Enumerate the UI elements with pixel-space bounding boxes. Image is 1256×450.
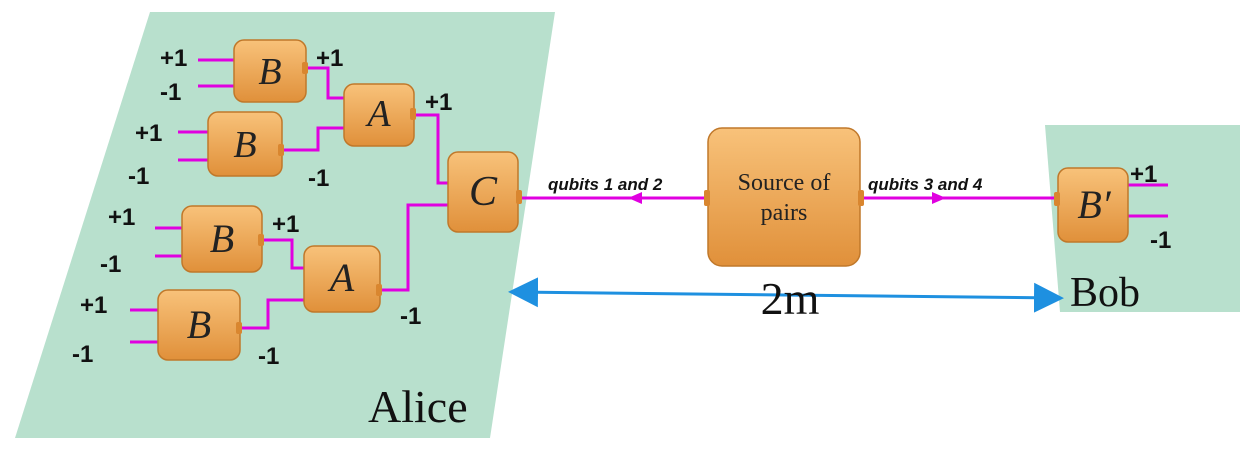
- b2-plus-label: +1: [135, 120, 162, 147]
- alice-label: Alice: [368, 381, 468, 432]
- box-b4: B: [157, 289, 242, 361]
- right-link-label: qubits 3 and 4: [868, 175, 983, 194]
- b2-out-label: -1: [308, 165, 329, 192]
- distance-arrow: [508, 277, 1064, 313]
- box-b4-label: B: [187, 302, 211, 347]
- b3-minus-label: -1: [100, 251, 121, 278]
- box-c: C: [447, 151, 522, 233]
- b4-minus-label: -1: [72, 341, 93, 368]
- box-b3-label: B: [210, 216, 234, 261]
- left-link-label: qubits 1 and 2: [548, 175, 663, 194]
- box-c-label: C: [469, 169, 498, 215]
- box-bprime: B′: [1054, 167, 1129, 243]
- b1-minus-label: -1: [160, 79, 181, 106]
- b3-out-label: +1: [272, 211, 299, 238]
- b1-out-label: +1: [316, 45, 343, 72]
- alice-panel: [15, 12, 555, 438]
- wires: [130, 58, 1168, 344]
- b4-out-label: -1: [258, 343, 279, 370]
- bob-label: Bob: [1070, 270, 1140, 316]
- distance-label: 2m: [761, 273, 820, 324]
- b2-minus-label: -1: [128, 163, 149, 190]
- left-link-arrow: [628, 192, 642, 204]
- box-b2: B: [207, 111, 284, 177]
- bprime-minus-label: -1: [1150, 227, 1171, 254]
- a1-out-label: +1: [425, 89, 452, 116]
- source-box: Source of pairs: [704, 127, 864, 267]
- box-a2-label: A: [327, 255, 355, 300]
- box-b3: B: [181, 205, 264, 273]
- box-bprime-label: B′: [1077, 182, 1111, 227]
- bprime-plus-label: +1: [1130, 161, 1157, 188]
- b4-plus-label: +1: [80, 292, 107, 319]
- right-link-arrow: [932, 192, 946, 204]
- b3-plus-label: +1: [108, 204, 135, 231]
- box-b1: B: [233, 39, 308, 103]
- a2-out-label: -1: [400, 303, 421, 330]
- box-a1: A: [343, 83, 416, 147]
- box-a2: A: [303, 245, 382, 313]
- source-label-line2: pairs: [761, 200, 808, 226]
- source-label-line1: Source of: [738, 170, 831, 196]
- b1-plus-label: +1: [160, 45, 187, 72]
- box-a1-label: A: [364, 93, 391, 135]
- box-b1-label: B: [258, 51, 281, 93]
- box-b2-label: B: [233, 124, 256, 166]
